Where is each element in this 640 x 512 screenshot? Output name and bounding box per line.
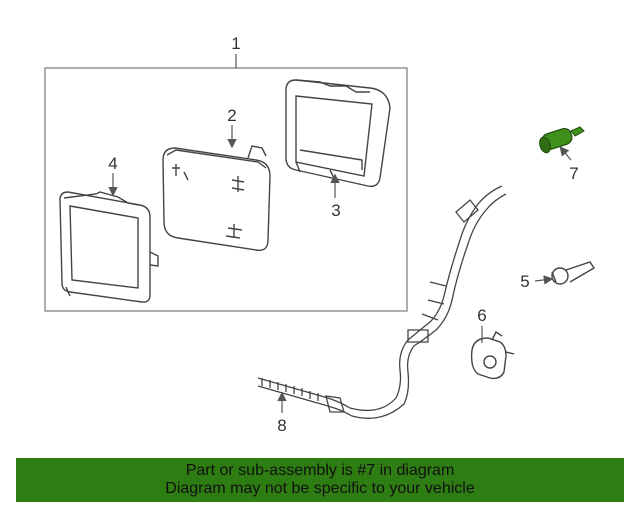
callout-1: 1 <box>231 34 240 53</box>
callout-2: 2 <box>227 106 236 125</box>
part-8-wiring-harness[interactable] <box>257 185 507 419</box>
callout-3: 3 <box>331 201 340 220</box>
callout-7: 7 <box>569 164 578 183</box>
part-7-bulb[interactable] <box>538 126 585 154</box>
leader-line-5 <box>534 275 554 285</box>
part-5-bulb[interactable] <box>551 261 595 285</box>
banner-line-2: Diagram may not be specific to your vehi… <box>165 480 475 497</box>
callout-8: 8 <box>277 416 286 435</box>
part-2-headlamp[interactable] <box>162 145 271 251</box>
callout-4: 4 <box>108 154 117 173</box>
part-6-socket[interactable] <box>470 330 515 380</box>
part-3-mounting-ring[interactable] <box>285 79 391 188</box>
part-4-bezel[interactable] <box>59 191 159 303</box>
banner-line-1: Part or sub-assembly is #7 in diagram <box>185 462 455 479</box>
leader-line-7 <box>559 146 572 161</box>
notice-banner: Part or sub-assembly is #7 in diagram Di… <box>16 458 624 502</box>
callout-5: 5 <box>520 272 529 291</box>
callout-6: 6 <box>477 306 486 325</box>
assembly-box <box>44 67 408 312</box>
